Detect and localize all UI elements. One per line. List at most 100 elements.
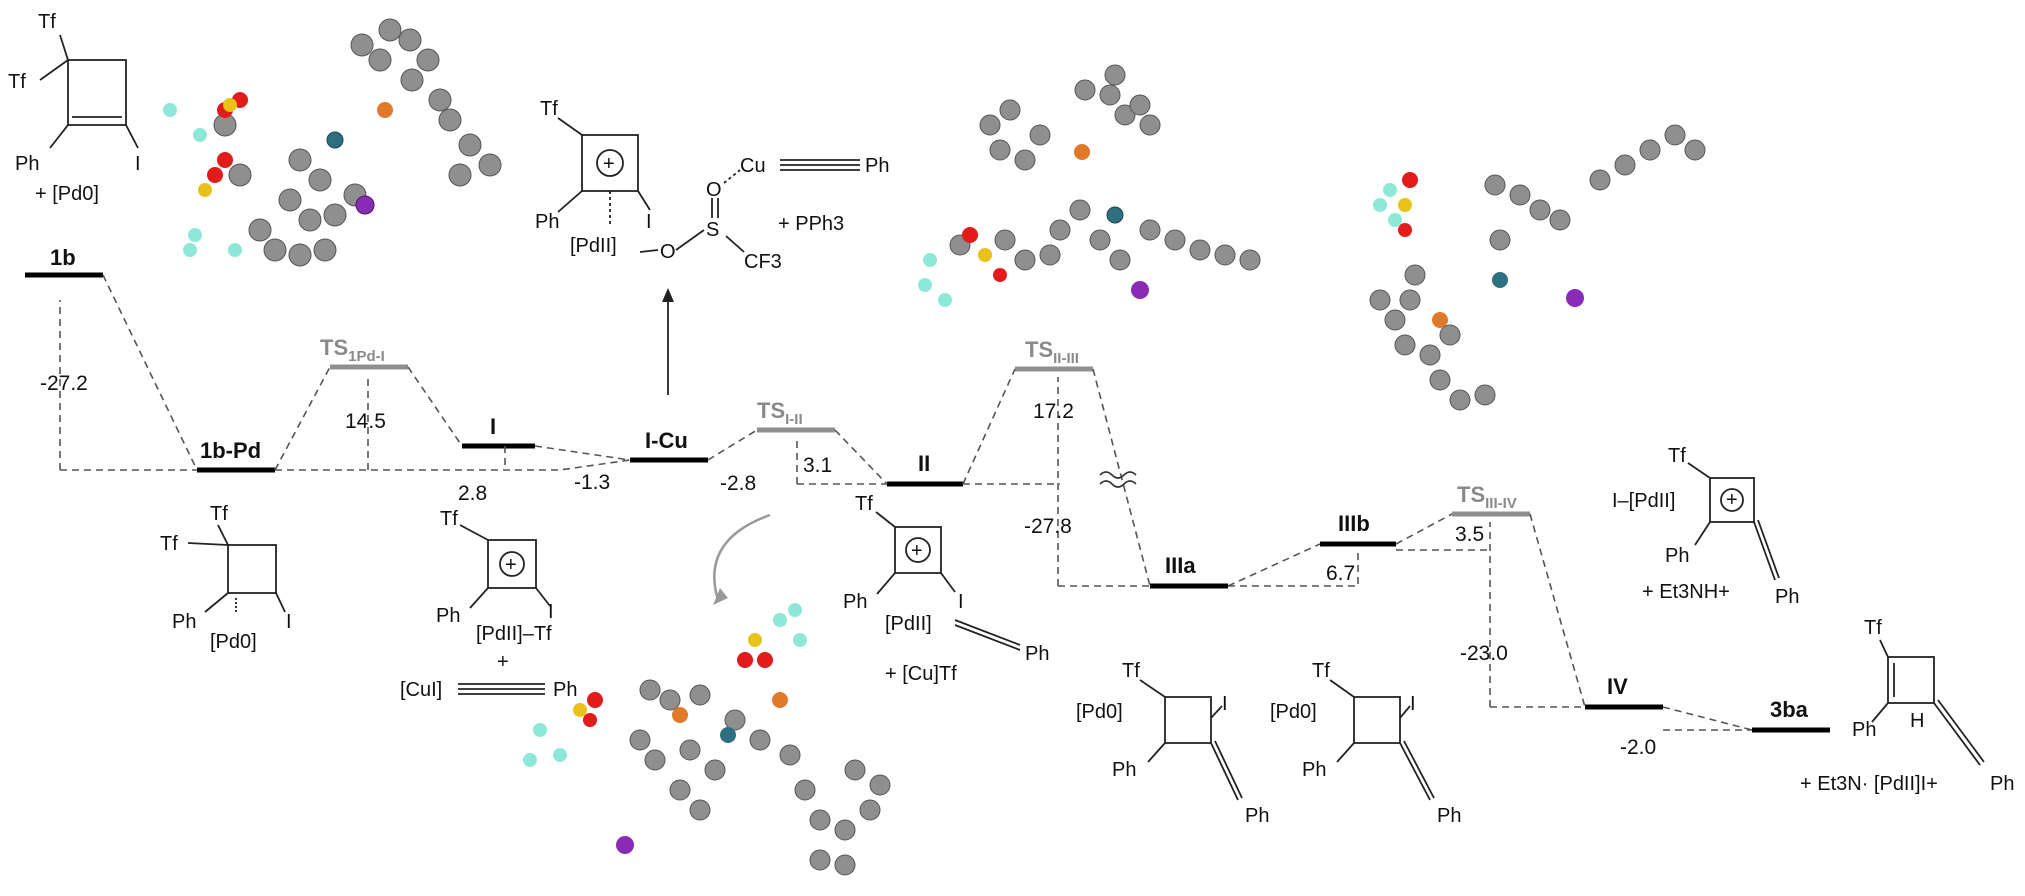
svg-text:Cu: Cu — [740, 155, 766, 177]
structure-1b: Tf Tf Ph I + [Pd0] — [8, 11, 141, 205]
ts-i-ii-label: TSI-II — [757, 398, 803, 428]
svg-text:Ph: Ph — [535, 211, 559, 233]
energy-value: 3.5 — [1455, 523, 1484, 546]
svg-text:I: I — [135, 153, 141, 175]
level-labels: 1b 1b-Pd I I-Cu II IIIa IIIb IV 3ba — [50, 245, 1809, 722]
svg-text:Tf: Tf — [855, 493, 873, 515]
structure-ii: Tf + Ph I [PdII] Ph + [Cu]Tf — [843, 493, 1049, 685]
svg-text:Tf: Tf — [1668, 445, 1686, 467]
ts-ii-iii-label: TSII-III — [1025, 337, 1079, 367]
label-iiib: IIIb — [1338, 511, 1370, 536]
label-3ba: 3ba — [1770, 697, 1809, 722]
svg-text:Ph: Ph — [865, 155, 889, 177]
structure-i: Tf + Ph [PdII]–Tf I + [CuI] Ph — [400, 508, 577, 701]
svg-text:I: I — [548, 601, 554, 623]
svg-text:+ Et3NH+: + Et3NH+ — [1642, 581, 1730, 603]
connectors — [59, 274, 1753, 731]
svg-text:Ph: Ph — [1990, 773, 2014, 795]
structure-1b-pd: Tf Tf Ph I [Pd0] — [160, 503, 292, 653]
svg-text:+: + — [497, 651, 509, 673]
svg-text:O: O — [660, 241, 676, 263]
svg-text:H: H — [1910, 710, 1924, 732]
energy-value: -2.0 — [1620, 736, 1656, 759]
3d-model-ts2 — [918, 64, 1261, 307]
svg-text:Ph: Ph — [1112, 759, 1136, 781]
energy-value: -27.2 — [40, 372, 88, 395]
label-iv: IV — [1607, 674, 1628, 699]
svg-text:Tf: Tf — [8, 71, 26, 93]
svg-text:Ph: Ph — [1245, 805, 1269, 827]
3d-model-ts3 — [1369, 124, 1706, 411]
curved-arrow — [713, 513, 771, 601]
svg-text:[PdII]: [PdII] — [570, 235, 617, 257]
svg-text:Ph: Ph — [843, 591, 867, 613]
energy-values: -27.2 14.5 2.8 -1.3 3.1 -2.8 17.2 -27.8 … — [40, 372, 1656, 759]
svg-text:O: O — [706, 179, 722, 201]
ts-labels: TS1Pd-I TSI-II TSII-III TSIII-IV — [320, 335, 1517, 512]
svg-text:Tf: Tf — [1312, 660, 1330, 682]
svg-text:+ [Cu]Tf: + [Cu]Tf — [885, 663, 957, 685]
svg-text:I: I — [286, 611, 292, 633]
svg-text:Tf: Tf — [440, 508, 458, 530]
energy-value: -23.0 — [1460, 642, 1508, 665]
svg-text:I: I — [646, 211, 652, 233]
svg-text:I: I — [1222, 693, 1228, 715]
energy-value: 2.8 — [458, 482, 487, 505]
energy-value: -27.8 — [1024, 515, 1072, 538]
label-iiia: IIIa — [1165, 553, 1196, 578]
svg-text:I: I — [1410, 693, 1416, 715]
energy-value: 3.1 — [803, 454, 832, 477]
ts-iii-iv-label: TSIII-IV — [1457, 482, 1517, 512]
svg-text:[Pd0]: [Pd0] — [1076, 701, 1123, 723]
label-i-cu: I-Cu — [645, 428, 688, 453]
energy-value: 17.2 — [1033, 400, 1074, 423]
svg-text:[PdII]: [PdII] — [885, 613, 932, 635]
svg-text:Ph: Ph — [553, 679, 577, 701]
svg-text:+ [Pd0]: + [Pd0] — [35, 183, 99, 205]
structure-i-cu: Tf + Ph I [PdII] O S O CF3 Cu Ph + PPh3 — [535, 98, 889, 395]
svg-text:S: S — [706, 219, 719, 241]
svg-text:[CuI]: [CuI] — [400, 679, 442, 701]
label-i: I — [490, 414, 496, 439]
structure-iiia: Tf [Pd0] I Ph Ph — [1076, 660, 1269, 827]
energy-value: 6.7 — [1326, 562, 1355, 585]
svg-text:I–[PdII]: I–[PdII] — [1612, 490, 1675, 512]
svg-text:Ph: Ph — [1775, 586, 1799, 608]
svg-text:+: + — [1726, 489, 1738, 511]
ts-1pd-i-label: TS1Pd-I — [320, 335, 385, 365]
svg-text:+ PPh3: + PPh3 — [778, 213, 844, 235]
label-ii: II — [918, 451, 930, 476]
svg-text:+: + — [603, 153, 615, 175]
svg-text:Ph: Ph — [436, 605, 460, 627]
label-1b-pd: 1b-Pd — [200, 438, 261, 463]
svg-text:Tf: Tf — [540, 98, 558, 120]
3d-model-ts4 — [523, 603, 891, 876]
svg-text:Tf: Tf — [160, 533, 178, 555]
svg-text:Ph: Ph — [1665, 545, 1689, 567]
svg-text:I: I — [958, 591, 964, 613]
svg-text:[Pd0]: [Pd0] — [210, 631, 257, 653]
svg-text:Tf: Tf — [1122, 660, 1140, 682]
3d-model-ts1 — [163, 18, 502, 267]
curved-arrow-head — [713, 588, 728, 605]
energy-value: -1.3 — [574, 471, 610, 494]
svg-text:Ph: Ph — [1852, 719, 1876, 741]
structure-iiib: Tf [Pd0] I Ph Ph — [1270, 660, 1461, 827]
svg-text:Tf: Tf — [38, 11, 56, 33]
svg-text:CF3: CF3 — [744, 251, 782, 273]
svg-text:+ Et3N· [PdII]I+: + Et3N· [PdII]I+ — [1800, 773, 1938, 795]
svg-text:Ph: Ph — [172, 611, 196, 633]
svg-text:Ph: Ph — [1437, 805, 1461, 827]
energy-value: 14.5 — [345, 410, 386, 433]
svg-text:+: + — [505, 554, 517, 576]
svg-text:Ph: Ph — [15, 153, 39, 175]
svg-text:[Pd0]: [Pd0] — [1270, 701, 1317, 723]
label-1b: 1b — [50, 245, 76, 270]
svg-text:Ph: Ph — [1025, 643, 1049, 665]
structure-3ba: Tf Ph H Ph + Et3N· [PdII]I+ — [1800, 617, 2014, 795]
svg-text:[PdII]–Tf: [PdII]–Tf — [476, 623, 552, 645]
energy-value: -2.8 — [720, 472, 756, 495]
energy-levels — [25, 272, 1830, 733]
